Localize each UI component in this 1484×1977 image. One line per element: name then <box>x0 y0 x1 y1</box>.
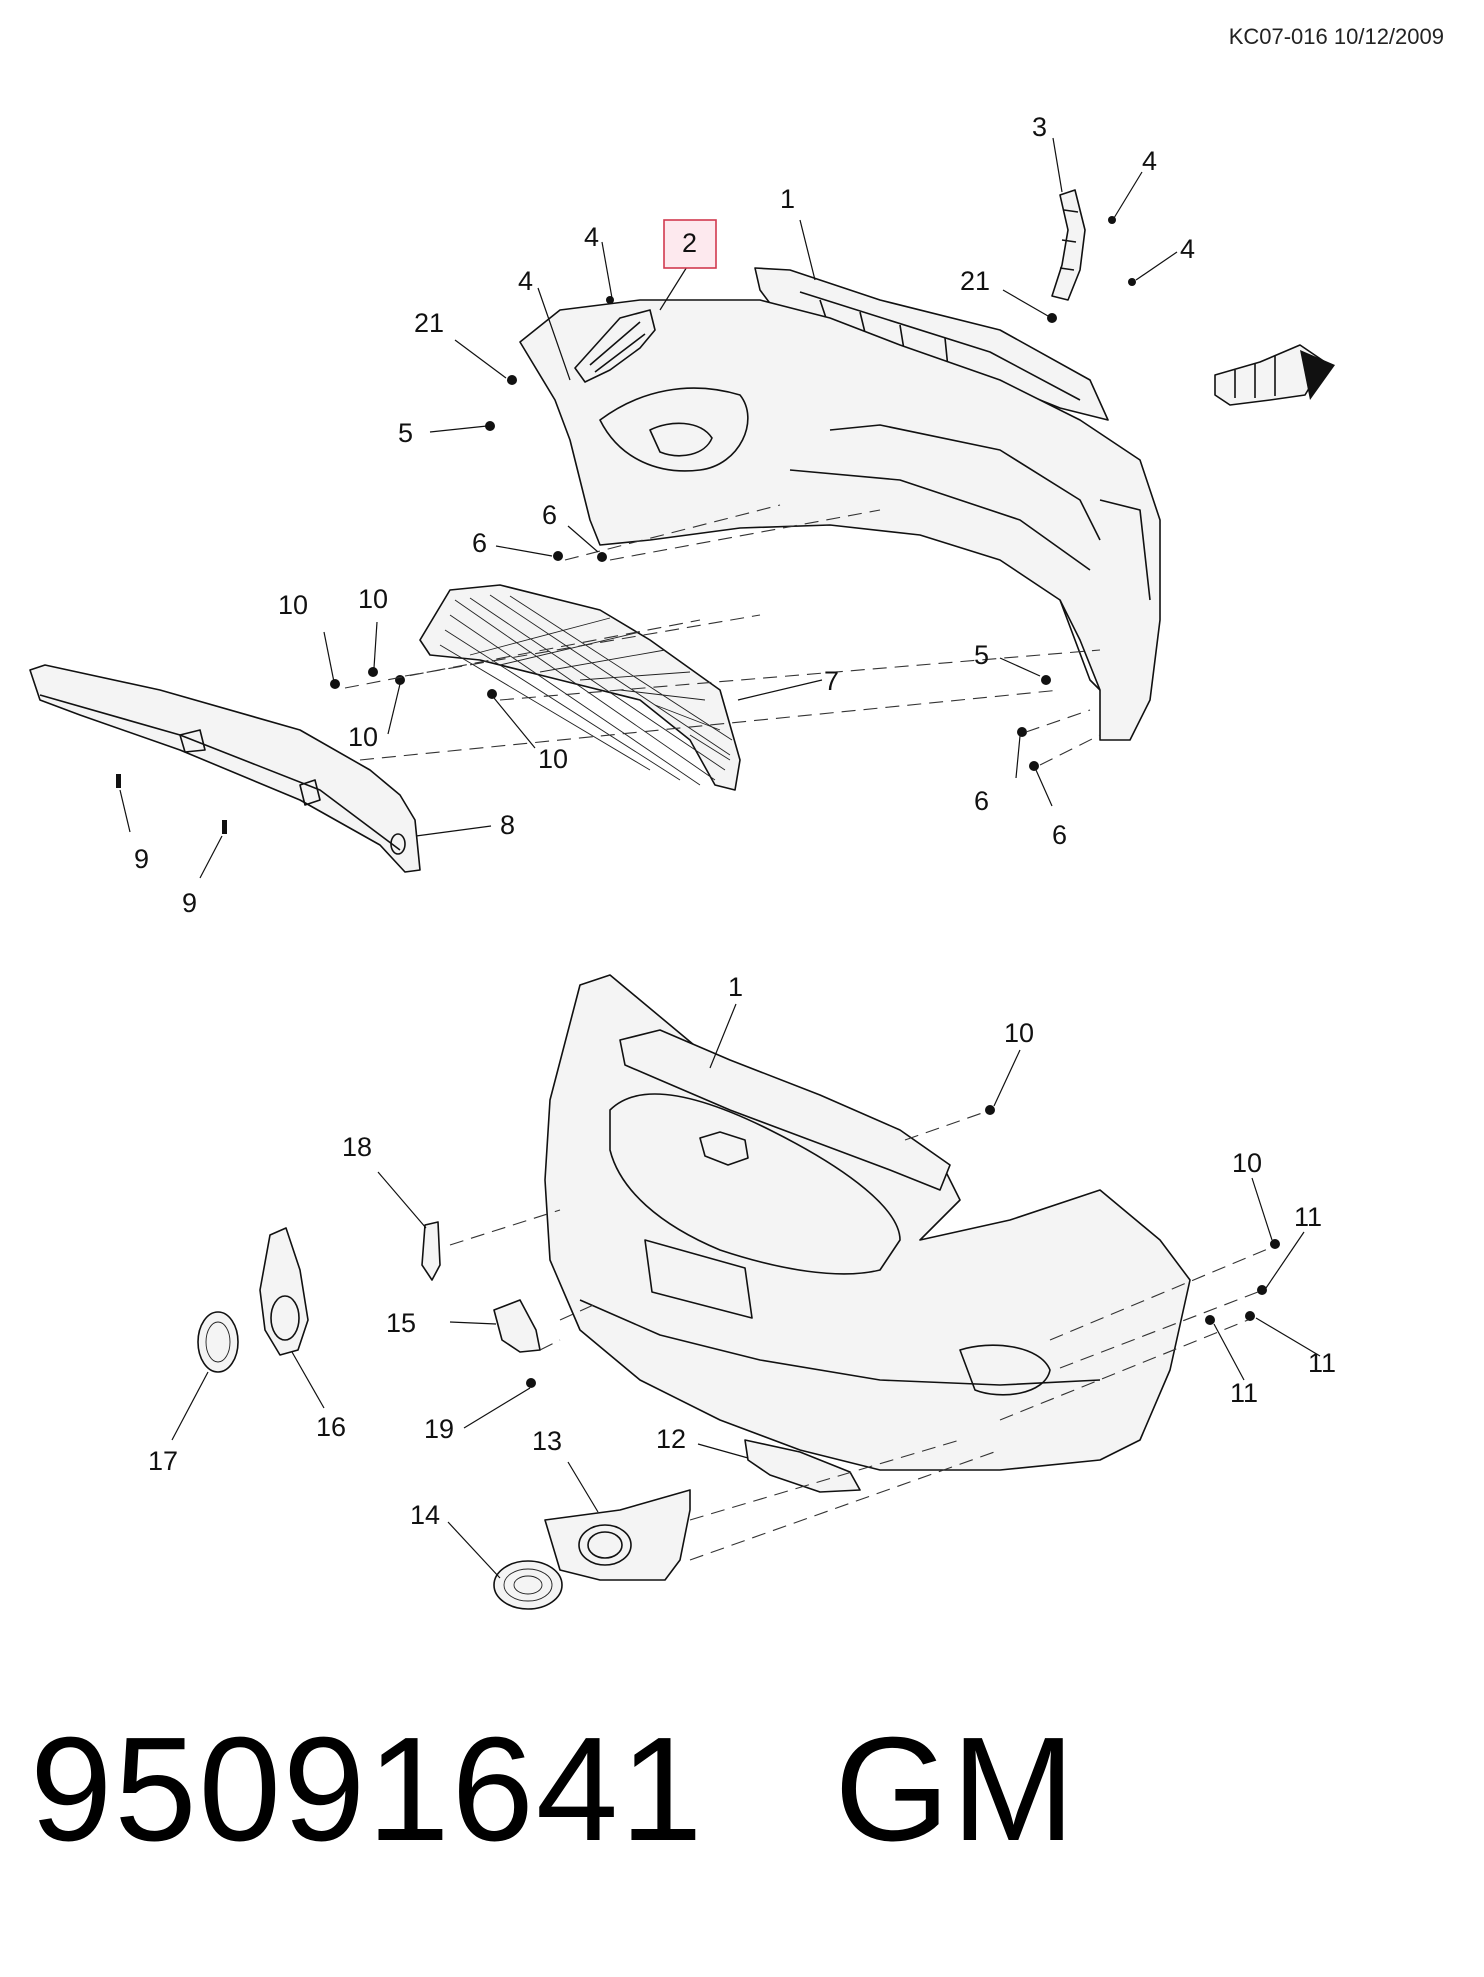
license-plate-area <box>644 1239 753 1319</box>
part-14-fog-lamp <box>493 1560 563 1610</box>
bumper-cover-upper-view <box>519 299 1161 741</box>
callout-upper-4d: 4 <box>518 266 533 296</box>
callout-upper-6a: 6 <box>472 528 487 558</box>
callout-lower-10b: 10 <box>1232 1148 1262 1178</box>
callout-upper-6b: 6 <box>542 500 557 530</box>
callout-upper-10d: 10 <box>538 744 568 774</box>
callout-lower-14: 14 <box>410 1500 440 1530</box>
callout-lower-15: 15 <box>386 1308 416 1338</box>
part-3-side-bracket <box>1051 189 1086 301</box>
document-reference: KC07-016 10/12/2009 <box>1228 24 1444 49</box>
callout-upper-7: 7 <box>824 666 839 696</box>
callout-upper-3: 3 <box>1032 112 1047 142</box>
frt-arrow-icon <box>1214 344 1335 406</box>
callout-upper-2: 2 <box>682 228 697 258</box>
part-18-clip <box>421 1221 441 1281</box>
callout-lower-19: 19 <box>424 1414 454 1444</box>
brand-name: GM <box>834 1707 1077 1872</box>
callout-upper-8: 8 <box>500 810 515 840</box>
callout-upper-4a: 4 <box>1142 146 1157 176</box>
part-13-fog-bezel <box>544 1489 691 1581</box>
part-15-bracket <box>493 1299 541 1353</box>
callout-upper-10a: 10 <box>278 590 308 620</box>
callout-upper-4b: 4 <box>1180 234 1195 264</box>
part-16-bezel <box>259 1227 309 1356</box>
part-7-grille <box>419 584 741 791</box>
part-1-upper-grille <box>619 1029 951 1191</box>
callout-upper-21b: 21 <box>414 308 444 338</box>
callout-upper-21a: 21 <box>960 266 990 296</box>
lower-assembly: 1 10 10 11 11 11 12 13 14 15 16 17 18 19 <box>148 972 1336 1610</box>
callout-upper-10c: 10 <box>348 722 378 752</box>
part-number-footer: 95091641 GM <box>30 1705 1077 1875</box>
callout-lower-11b: 11 <box>1308 1348 1336 1378</box>
part-2-bracket <box>574 309 656 383</box>
callout-upper-4c: 4 <box>584 222 599 252</box>
callout-upper-5a: 5 <box>398 418 413 448</box>
grille-mesh <box>439 594 733 786</box>
callout-lower-17: 17 <box>148 1446 178 1476</box>
callout-2-highlight-box <box>663 219 717 269</box>
callout-lower-11c: 11 <box>1230 1378 1258 1408</box>
callout-upper-10b: 10 <box>358 584 388 614</box>
upper-assembly: 1 2 3 4 4 4 4 21 21 5 6 6 5 6 6 10 10 10… <box>29 112 1335 918</box>
callout-lower-10a: 10 <box>1004 1018 1034 1048</box>
callout-lower-13: 13 <box>532 1426 562 1456</box>
callout-lower-1: 1 <box>728 972 743 1002</box>
callout-upper-9a: 9 <box>134 844 149 874</box>
callout-upper-6c: 6 <box>974 786 989 816</box>
part-17-lamp <box>197 1311 239 1373</box>
callout-lower-18: 18 <box>342 1132 372 1162</box>
callout-lower-16: 16 <box>316 1412 346 1442</box>
callout-upper-9b: 9 <box>182 888 197 918</box>
callout-lower-11a: 11 <box>1294 1202 1322 1232</box>
callout-upper-5b: 5 <box>974 640 989 670</box>
part-number: 95091641 <box>30 1707 705 1872</box>
callout-upper-6d: 6 <box>1052 820 1067 850</box>
part-8-energy-absorber <box>29 664 421 873</box>
callout-upper-1: 1 <box>780 184 795 214</box>
part-12-lower-deflector <box>744 1439 861 1493</box>
callout-lower-12: 12 <box>656 1424 686 1454</box>
